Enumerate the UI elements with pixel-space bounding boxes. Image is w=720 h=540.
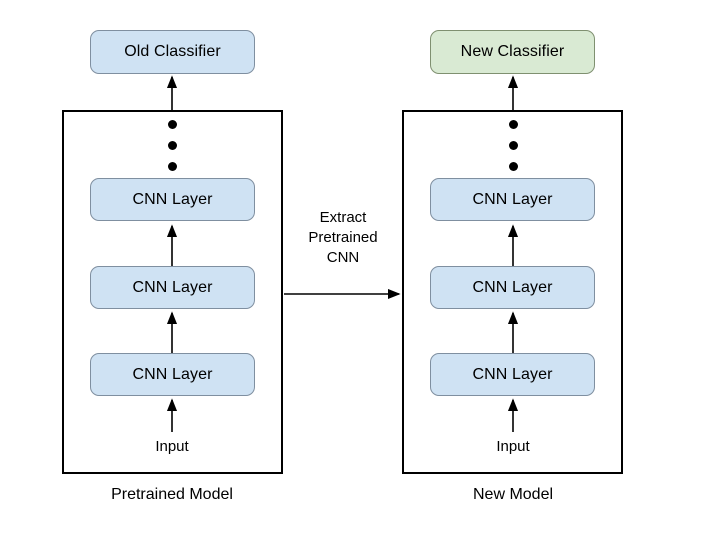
right-input-label: Input [496, 438, 530, 455]
right-cnn-layer-bottom[interactable]: CNN Layer [430, 353, 595, 396]
left-cnn-layer-middle-label: CNN Layer [132, 278, 213, 296]
ellipsis-dot-icon [509, 162, 518, 171]
new-classifier-label: New Classifier [460, 43, 565, 60]
left-cnn-layer-top-label: CNN Layer [132, 190, 213, 208]
left-input-label: Input [155, 438, 189, 455]
left-cnn-layer-top[interactable]: CNN Layer [90, 178, 255, 221]
left-cnn-layer-bottom[interactable]: CNN Layer [90, 353, 255, 396]
ellipsis-dot-icon [509, 141, 518, 150]
old-classifier-box[interactable]: Old Classifier [90, 30, 255, 74]
new-model-caption: New Model [472, 486, 554, 503]
old-classifier-label: Old Classifier [124, 43, 221, 60]
left-cnn-layer-bottom-label: CNN Layer [132, 365, 213, 383]
new-model-container [402, 110, 623, 474]
pretrained-model-container [62, 110, 283, 474]
right-cnn-layer-top[interactable]: CNN Layer [430, 178, 595, 221]
transfer-label-line1: Extract [319, 209, 367, 226]
ellipsis-dot-icon [509, 120, 518, 129]
ellipsis-dot-icon [168, 141, 177, 150]
left-cnn-layer-middle[interactable]: CNN Layer [90, 266, 255, 309]
right-cnn-layer-top-label: CNN Layer [472, 190, 553, 208]
transfer-label: Extract Pretrained CNN [288, 208, 398, 268]
new-classifier-box[interactable]: New Classifier [430, 30, 595, 74]
pretrained-model-caption: Pretrained Model [111, 486, 233, 503]
ellipsis-dot-icon [168, 162, 177, 171]
transfer-label-line3: CNN [326, 249, 360, 266]
right-cnn-layer-middle[interactable]: CNN Layer [430, 266, 595, 309]
right-cnn-layer-middle-label: CNN Layer [472, 278, 553, 296]
transfer-label-line2: Pretrained [308, 229, 378, 246]
ellipsis-dot-icon [168, 120, 177, 129]
right-cnn-layer-bottom-label: CNN Layer [472, 365, 553, 383]
